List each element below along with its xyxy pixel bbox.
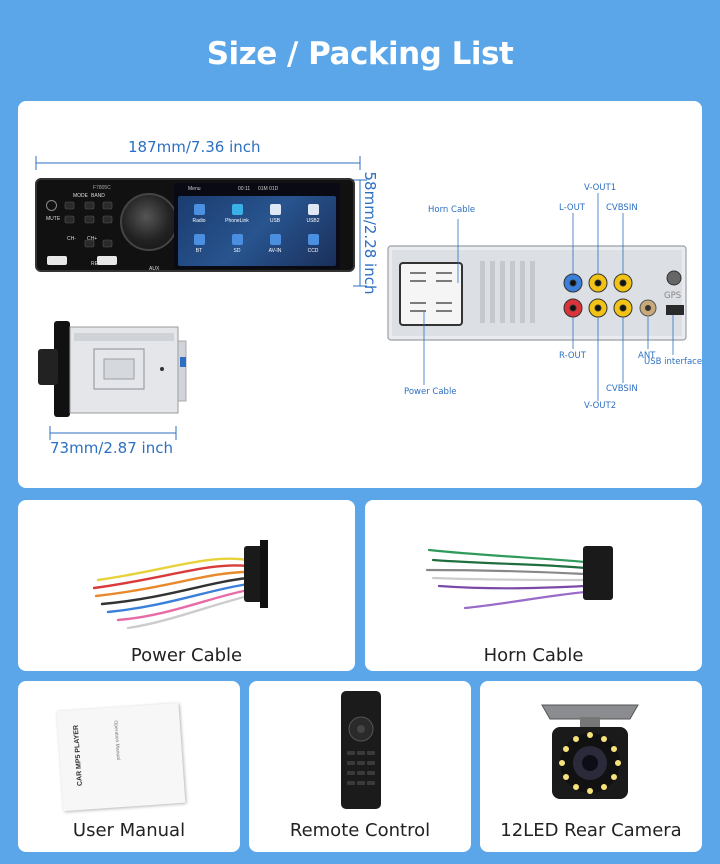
app-sd: SD [222,234,252,254]
chplus-label: CH+ [87,236,98,242]
manual-booklet: CAR MP5 PLAYER Operation Manual [56,702,186,812]
user-manual-caption: User Manual [72,820,186,841]
horn-cable-image [425,546,613,610]
l-out-label: L-OUT [559,203,585,213]
power-cable-card: Power Cable [18,500,355,671]
button-grid [64,201,113,248]
power-button [46,200,57,211]
width-dimension: 187mm/7.36 inch [128,138,261,156]
depth-dimension: 73mm/2.87 inch [50,439,173,457]
rear-camera-card: 12LED Rear Camera [480,681,702,852]
manual-title: CAR MP5 PLAYER [72,724,85,787]
model-label: F7805C [93,185,111,191]
aux-label: AUX [149,266,160,272]
app-grid: Radio PhoneLink USB USB2 BT [178,196,336,266]
display-screen: Menu 00:11 01M 01D Radio PhoneLink USB [174,183,340,269]
page-title: Size / Packing List [206,36,514,72]
app-usb2: USB2 [298,204,328,224]
rear-panel [387,245,687,341]
remote-control-caption: Remote Control [289,820,431,841]
usb-port-front-2 [97,256,117,265]
horn-cable-caption: Horn Cable [483,645,584,666]
head-unit-side-view [38,321,187,417]
usb-port-front-1 [47,256,67,265]
manual-subtitle: Operation Manual [112,720,122,761]
rear-camera-caption: 12LED Rear Camera [500,820,682,841]
cvbsin-top-label: CVBSIN [606,203,638,213]
cvbsin-bottom-label: CVBSIN [606,384,638,394]
band-label: BAND [91,193,105,199]
chminus-label: CH- [67,236,76,242]
mute-label: MUTE [46,216,61,222]
remote-image [341,691,381,809]
head-unit-front: F7805C MODE BAND MUTE CH- CH+ RES AUX Me… [35,178,355,272]
v-out1-label: V-OUT1 [584,183,617,193]
app-avin: AV-IN [260,234,290,254]
r-out-label: R-OUT [559,351,586,361]
date-label: 01M 01D [258,186,279,192]
power-cable-image [92,540,268,630]
camera-image [541,704,639,799]
horn-cable-label: Horn Cable [428,205,476,215]
remote-control-card: Remote Control [249,681,471,852]
mode-label: MODE [73,193,88,199]
user-manual-card: CAR MP5 PLAYER Operation Manual User Man… [18,681,240,852]
gps-port-label: GPS [664,291,682,301]
app-ccd: CCD [298,234,328,254]
app-phonelink: PhoneLink [222,204,252,224]
v-out2-label: V-OUT2 [584,401,617,411]
app-usb: USB [260,204,290,224]
horn-cable-card: Horn Cable [365,500,702,671]
res-label: RES [91,261,102,267]
power-cable-caption: Power Cable [130,645,243,666]
height-dimension-line [353,179,367,287]
menu-label: Menu [188,186,201,192]
ant-label: ANT [638,351,656,361]
time-label: 00:11 [238,186,251,192]
dimensions-card: 187mm/7.36 inch 58mm/2.28 inch F7805C MO… [18,101,702,488]
depth-dimension-line [49,426,177,440]
app-bt: BT [184,234,214,254]
power-cable-label: Power Cable [404,387,457,397]
app-radio: Radio [184,204,214,224]
callout-lines [423,193,674,401]
width-dimension-line [35,156,361,170]
usb-interface-label: USB interface [644,357,703,367]
volume-knob [120,193,178,251]
